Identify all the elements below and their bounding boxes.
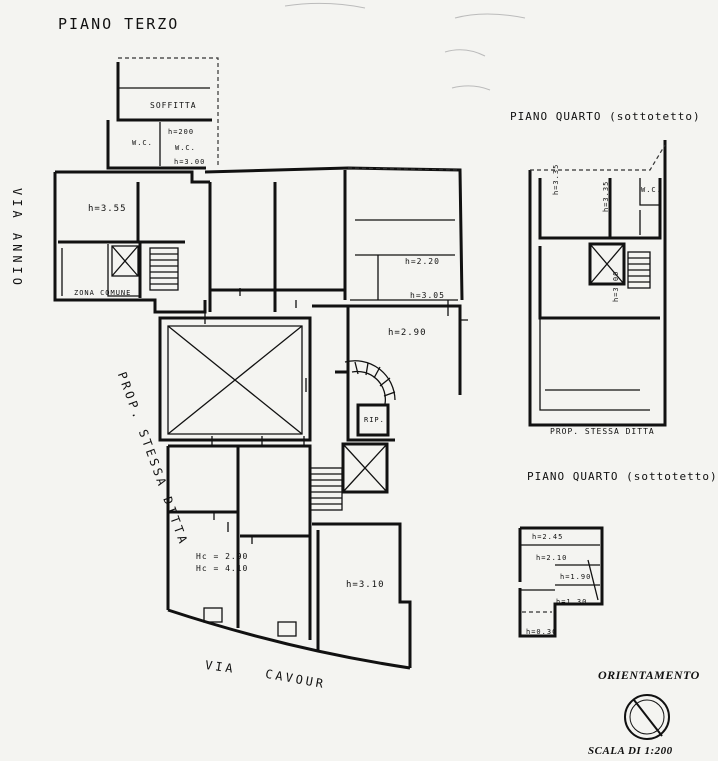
spiral-staircase: [344, 360, 396, 405]
room-zona-comune: ZONA COMUNE: [74, 289, 132, 297]
room-h200: h=200: [168, 128, 195, 136]
room-q-h300: h=3.00: [612, 270, 620, 302]
room-h300: h=3.00: [174, 158, 206, 166]
room-rip: RIP.: [364, 416, 385, 424]
room-h290: h=2.90: [388, 328, 427, 338]
room-q-wc: W.C.: [641, 186, 662, 194]
room-h305: h=3.05: [410, 291, 445, 300]
label-prop-stessa-ditta-small: PROP. STESSA DITTA: [550, 427, 655, 436]
room-s-h210: h=2.10: [536, 554, 568, 562]
label-orientamento: ORIENTAMENTO: [598, 668, 700, 682]
heading-piano-quarto: PIANO QUARTO (sottotetto): [510, 110, 701, 123]
room-wc-2: W.C.: [175, 144, 196, 152]
room-s-h245: h=2.45: [532, 533, 564, 541]
room-hc410: Hc = 4.10: [196, 564, 249, 573]
piano-quarto-plan: [528, 140, 667, 427]
room-q-h335b: h=3.35: [602, 180, 610, 212]
room-s-h130: h=1.30: [556, 598, 588, 606]
room-h310: h=3.10: [346, 580, 385, 590]
faint-annotations: [284, 2, 526, 91]
lift-shaft-right: [341, 442, 389, 494]
piano-quarto-small-plan: [518, 526, 604, 638]
heading-piano-terzo: PIANO TERZO: [58, 15, 180, 33]
heading-piano-quarto-small: PIANO QUARTO (sottotetto): [527, 470, 718, 483]
room-wc-1: W.C.: [132, 139, 153, 147]
label-scala: SCALA DI 1:200: [588, 745, 673, 757]
rip-room: [356, 403, 390, 437]
room-soffitta: SOFFITTA: [150, 101, 197, 110]
room-s-h190: h=1.90: [560, 573, 592, 581]
room-s-h030: h=0.30: [526, 628, 558, 636]
north-arrow-icon: [624, 694, 670, 740]
room-h220: h=2.20: [405, 257, 440, 266]
room-h355: h=3.55: [88, 204, 127, 214]
room-q-h335: h=3.35: [552, 163, 560, 195]
lift-shaft-left: [111, 245, 139, 277]
piano-terzo-plan: [53, 57, 468, 670]
street-via-annio: VIA ANNIO: [10, 188, 24, 290]
lift-shaft-quarto: [588, 242, 626, 286]
room-hc290: Hc = 2.90: [196, 552, 249, 561]
